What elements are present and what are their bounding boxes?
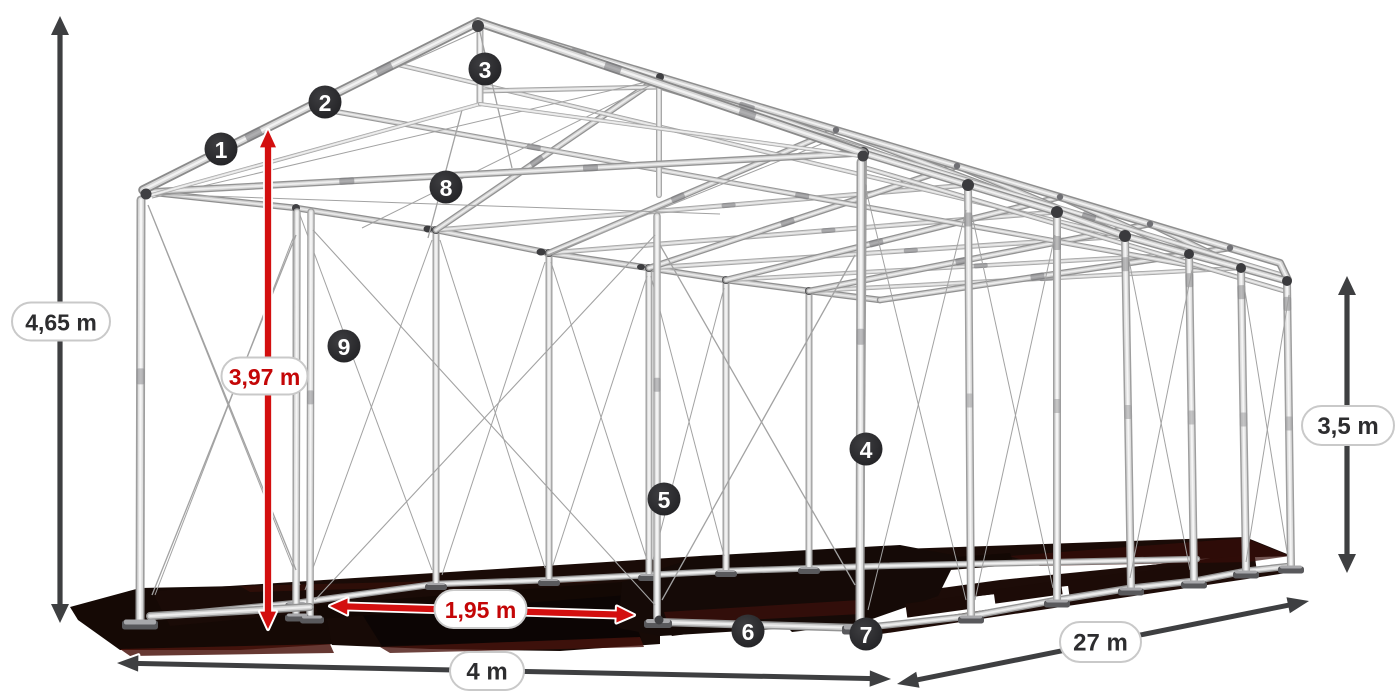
svg-text:3: 3 [479,57,492,83]
svg-text:27 m: 27 m [1073,630,1128,657]
svg-text:3,97 m: 3,97 m [229,364,301,390]
svg-text:1,95 m: 1,95 m [445,597,517,623]
svg-text:4: 4 [860,437,873,463]
svg-text:1: 1 [215,137,228,163]
svg-text:2: 2 [319,90,332,116]
svg-text:8: 8 [440,175,453,201]
svg-text:4,65 m: 4,65 m [25,310,97,336]
svg-text:5: 5 [658,487,671,513]
svg-text:9: 9 [338,334,351,360]
svg-text:7: 7 [860,622,873,648]
svg-text:3,5 m: 3,5 m [1317,413,1378,440]
svg-text:6: 6 [742,619,755,645]
svg-text:4 m: 4 m [466,659,507,686]
